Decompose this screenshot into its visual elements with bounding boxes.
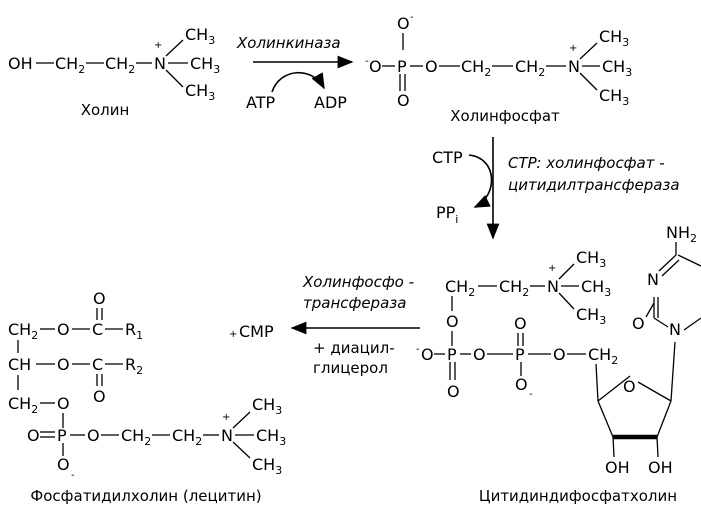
svg-text:P: P xyxy=(397,57,407,76)
svg-text:N: N xyxy=(221,426,233,445)
svg-text:OH: OH xyxy=(605,458,630,477)
svg-text:CH: CH xyxy=(8,355,31,374)
step1-enzyme: Холинкиназа xyxy=(236,34,341,52)
svg-text:CH3: CH3 xyxy=(599,27,629,49)
svg-text:N: N xyxy=(547,277,559,296)
svg-text:PPi: PPi xyxy=(436,203,458,226)
svg-text:P: P xyxy=(57,426,67,445)
svg-text:+: + xyxy=(548,263,556,274)
svg-text:CH2: CH2 xyxy=(445,277,475,299)
svg-text:CH3: CH3 xyxy=(185,25,215,47)
svg-text:O: O xyxy=(57,394,70,413)
step3-enzyme-line1: Холинфосфо - xyxy=(302,273,414,291)
svg-text:P: P xyxy=(447,345,457,364)
svg-text:O: O xyxy=(515,375,528,394)
svg-text:O: O xyxy=(93,289,106,308)
svg-text:O: O xyxy=(93,387,106,406)
svg-text:R1: R1 xyxy=(125,320,143,342)
svg-text:CH3: CH3 xyxy=(576,305,606,327)
svg-text:N: N xyxy=(669,320,681,339)
svg-text:-: - xyxy=(416,344,420,355)
svg-text:C: C xyxy=(92,355,103,374)
svg-text:O: O xyxy=(632,314,645,333)
svg-text:CH3: CH3 xyxy=(190,54,220,76)
step3-enzyme-line2: трансфераза xyxy=(303,294,406,312)
step2-output-sub: i xyxy=(455,213,458,226)
svg-text:O: O xyxy=(397,14,410,33)
svg-text:O: O xyxy=(57,355,70,374)
svg-text:CH3: CH3 xyxy=(256,426,286,448)
svg-text:CH3: CH3 xyxy=(576,248,606,270)
svg-text:+: + xyxy=(569,43,577,54)
svg-text:CH2: CH2 xyxy=(8,320,38,342)
svg-text:-: - xyxy=(365,56,369,67)
svg-text:NH2: NH2 xyxy=(666,223,697,245)
svg-text:CH3: CH3 xyxy=(252,455,282,477)
step2-input: CTP xyxy=(432,148,463,167)
svg-text:-: - xyxy=(410,12,414,23)
svg-text:-: - xyxy=(529,389,533,400)
svg-text:CH3: CH3 xyxy=(581,277,611,299)
svg-text:O: O xyxy=(514,314,527,333)
cdp-choline-structure: CH2 CH2 N + CH3 CH3 CH3 O O - P O O O P … xyxy=(416,223,701,477)
choline-structure: OH CH2 CH2 N + CH3 CH3 CH3 xyxy=(8,25,220,103)
choline-label: Холин xyxy=(81,101,130,119)
cdp-choline-label: Цитидиндифосфатхолин xyxy=(479,487,677,505)
svg-text:CH2: CH2 xyxy=(515,57,545,79)
svg-text:+: + xyxy=(222,412,230,423)
svg-text:CH2: CH2 xyxy=(8,394,38,416)
svg-text:O: O xyxy=(425,57,438,76)
step2-enzyme-line1: CTP: холинфосфат - xyxy=(508,154,665,172)
svg-text:N: N xyxy=(568,57,580,76)
svg-text:O: O xyxy=(57,320,70,339)
step1-output: ADP xyxy=(314,93,347,112)
step1-arrow xyxy=(253,55,354,93)
svg-text:CH2: CH2 xyxy=(105,54,135,76)
svg-text:O: O xyxy=(623,377,636,396)
svg-text:CH2: CH2 xyxy=(172,426,202,448)
phosphocholine-structure: O - O - P O O CH2 CH2 N + CH3 CH3 CH3 xyxy=(365,12,632,110)
svg-text:OH: OH xyxy=(8,54,33,73)
svg-text:O: O xyxy=(87,426,100,445)
step3-cofactor-line1: + диацил- xyxy=(313,339,395,357)
svg-text:CH2: CH2 xyxy=(55,54,85,76)
svg-text:CH2: CH2 xyxy=(588,345,618,367)
svg-text:O: O xyxy=(473,345,486,364)
svg-text:O: O xyxy=(369,57,382,76)
step2-arrow xyxy=(468,137,500,240)
svg-text:O: O xyxy=(421,345,434,364)
phosphocholine-label: Холинфосфат xyxy=(450,107,560,125)
phosphatidylcholine-structure: O CH2 O C R1 CH O C R2 O CH2 O O P O - O xyxy=(8,289,286,481)
step3-cofactor-line2: глицерол xyxy=(313,359,388,377)
svg-text:CH2: CH2 xyxy=(499,277,529,299)
step2-enzyme-line2: цитидилтрансфераза xyxy=(508,176,680,194)
svg-text:O: O xyxy=(397,91,410,110)
svg-text:CH3: CH3 xyxy=(602,57,632,79)
svg-text:CH2: CH2 xyxy=(121,426,151,448)
svg-text:O: O xyxy=(553,345,566,364)
svg-text:O: O xyxy=(447,382,460,401)
svg-text:-: - xyxy=(71,470,75,481)
svg-text:O: O xyxy=(446,312,459,331)
svg-text:O: O xyxy=(27,426,40,445)
phosphatidylcholine-label: Фосфатидилхолин (лецитин) xyxy=(30,487,261,505)
svg-text:P: P xyxy=(515,345,525,364)
svg-text:C: C xyxy=(92,320,103,339)
svg-text:R2: R2 xyxy=(125,355,143,377)
step2-output: PP xyxy=(436,203,456,222)
svg-text:CH3: CH3 xyxy=(599,86,629,108)
svg-text:+: + xyxy=(229,329,237,340)
svg-text:CH2: CH2 xyxy=(461,57,491,79)
svg-text:N: N xyxy=(154,54,166,73)
svg-text:CH3: CH3 xyxy=(185,81,215,103)
svg-text:O: O xyxy=(57,455,70,474)
svg-text:OH: OH xyxy=(648,458,673,477)
step1-input: ATP xyxy=(246,93,275,112)
svg-text:+: + xyxy=(154,40,162,51)
step3-product: CMP xyxy=(239,322,274,341)
svg-text:N: N xyxy=(647,270,659,289)
svg-text:CH3: CH3 xyxy=(252,395,282,417)
